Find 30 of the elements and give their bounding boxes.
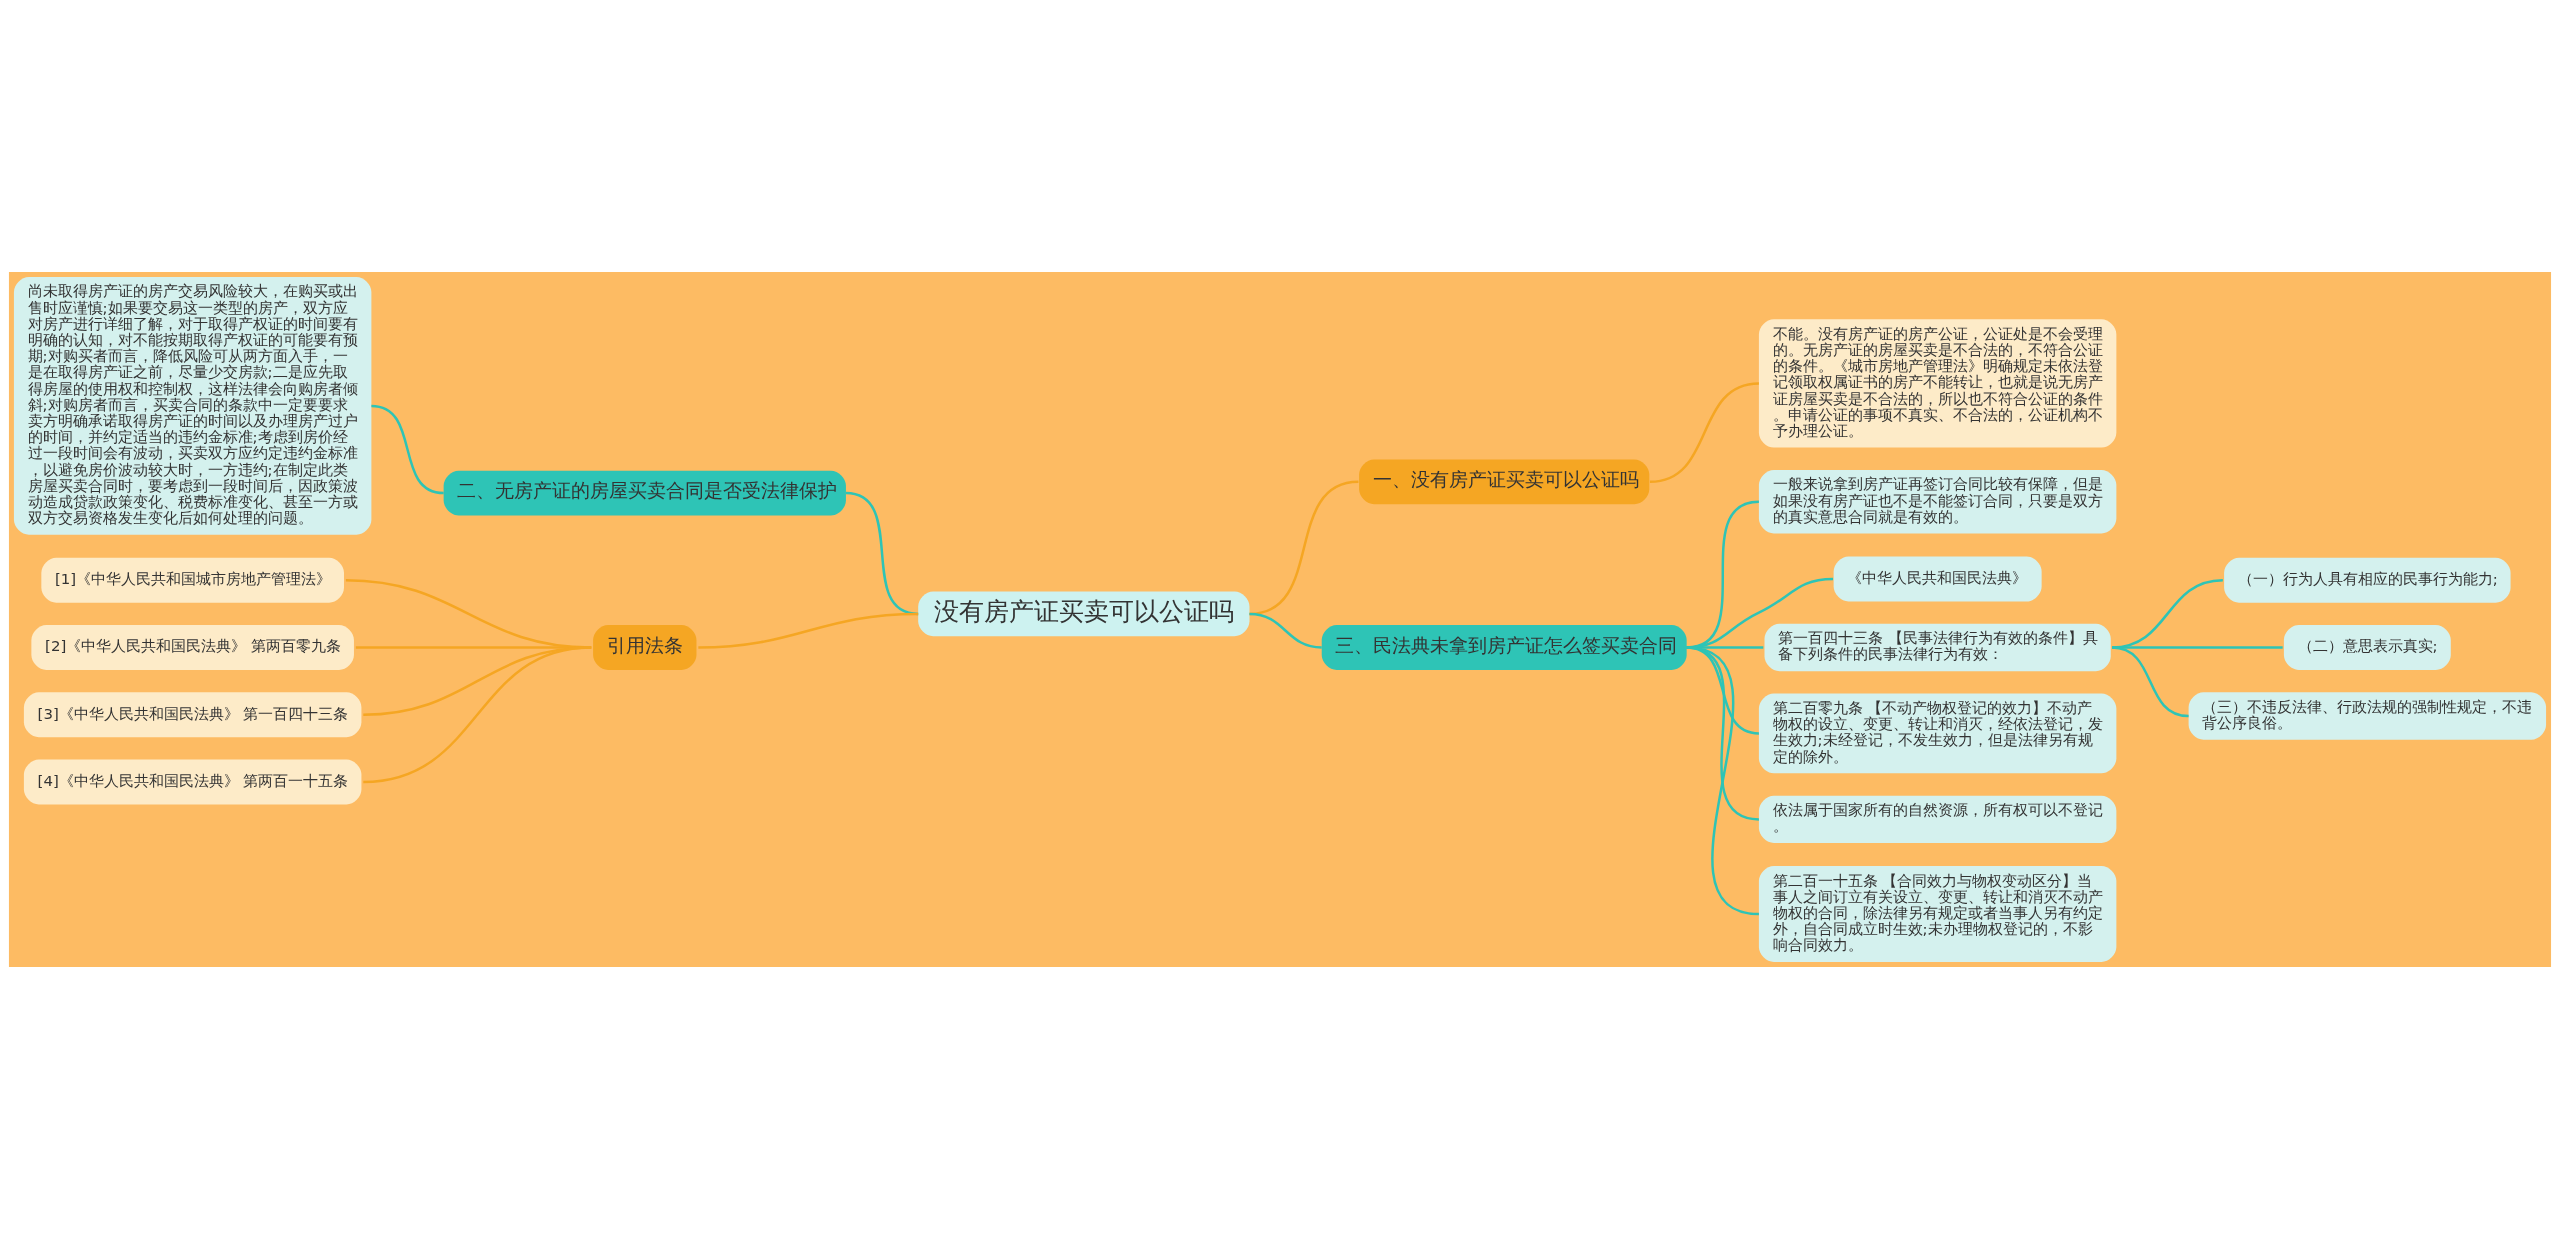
node-box: 第二百零九条 【不动产物权登记的效力】不动产物权的设立、变更、转让和消灭，经依法登记，发生效力;未经登记，不发生效力，但是法律另有规定的除外。 <box>1758 693 2117 773</box>
node-box: 二、无房产证的房屋买卖合同是否受法律保护 <box>443 470 846 515</box>
node-box: [3]《中华人民共和国民法典》 第一百四十三条 <box>23 691 362 737</box>
connector <box>2111 645 2189 717</box>
node-box: 三、民法典未拿到房产证怎么签买卖合同 <box>1321 624 1687 670</box>
connector <box>698 612 919 649</box>
node-box: 第一百四十三条 【民事法律行为有效的条件】具备下列条件的民事法律行为有效： <box>1764 623 2111 671</box>
node-box: （三）不违反法律、行政法规的强制性规定，不违背公序良俗。 <box>2188 691 2547 740</box>
node-box: [2]《中华人民共和国民法典》 第两百零九条 <box>31 624 354 670</box>
node-box: 第二百一十五条 【合同效力与物权变动区分】当事人之间订立有关设立、变更、转让和消灭不动产物权的合同，除法律另有规定或者当事人另有约定外，自合同成立时生效;未办理物权登记的，不影响合同效力。 <box>1758 865 2117 962</box>
node-box: [4]《中华人民共和国民法典》 第两百一十五条 <box>23 759 362 804</box>
connector <box>845 491 919 615</box>
connector <box>2112 645 2283 649</box>
node-box: 一般来说拿到房产证再签订合同比较有保障，但是如果没有房产证也不是不能签订合同，只要是双方的真实意思合同就是有效的。 <box>1758 469 2117 534</box>
node-box: 没有房产证买卖可以公证吗 <box>918 591 1250 636</box>
connector <box>363 645 592 783</box>
node-box: （一）行为人具有相应的民事行为能力; <box>2224 557 2511 603</box>
node-box: 引用法条 <box>593 624 697 670</box>
node-box: 依法属于国家所有的自然资源，所有权可以不登记。 <box>1758 795 2117 843</box>
node-box: 尚未取得房产证的房产交易风险较大，在购买或出售时应谨慎;如果要交易这一类型的房产，双方应对房产进行详细了解，对于取得产权证的时间要有明确的认知，对不能按期取得产权证的可能要有预期;对购买者而言，降低风险可从两方面入手，一是在取得房产证之前，尽量少交房款;二是应先取得房屋的使用权和控制权，这样法律会向购房者倾斜;对购房者而言，买卖合同的条款中一定要要求卖方明确承诺取得房产证的时间以及办理房产过户的时间，并约定适当的违约金标准;考虑到房价经过一段时间会有波动，买卖双方应约定违约金标准，以避免房价波动较大时，一方违约;在制定此类房屋买卖合同时，要考虑到一段时间后，因政策波动造成贷款政策变化、税费标准变化、甚至一方或双方交易资格发生变化后如何处理的问题。 <box>13 276 372 535</box>
connector <box>371 404 444 494</box>
node-box: 一、没有房产证买卖可以公证吗 <box>1359 458 1650 504</box>
node-box: [1]《中华人民共和国城市房地产管理法》 <box>41 557 344 603</box>
connector <box>1249 480 1359 615</box>
connector <box>1649 381 1760 483</box>
node-box: 《中华人民共和国民法典》 <box>1833 556 2042 601</box>
node-box: （二）意思表示真实; <box>2283 624 2451 670</box>
connector <box>1249 612 1322 649</box>
node-box: 不能。没有房产证的房产公证，公证处是不会受理的。无房产证的房屋买卖是不合法的，不符合公证的条件。《城市房地产管理法》明确规定未依法登记领取权属证书的房产不能转让，也就是说无房产证房屋买卖是不合法的，所以也不符合公证的条件。申请公证的事项不真实、不合法的，公证机构不予办理公证。 <box>1758 318 2117 448</box>
connector <box>1686 645 1760 915</box>
